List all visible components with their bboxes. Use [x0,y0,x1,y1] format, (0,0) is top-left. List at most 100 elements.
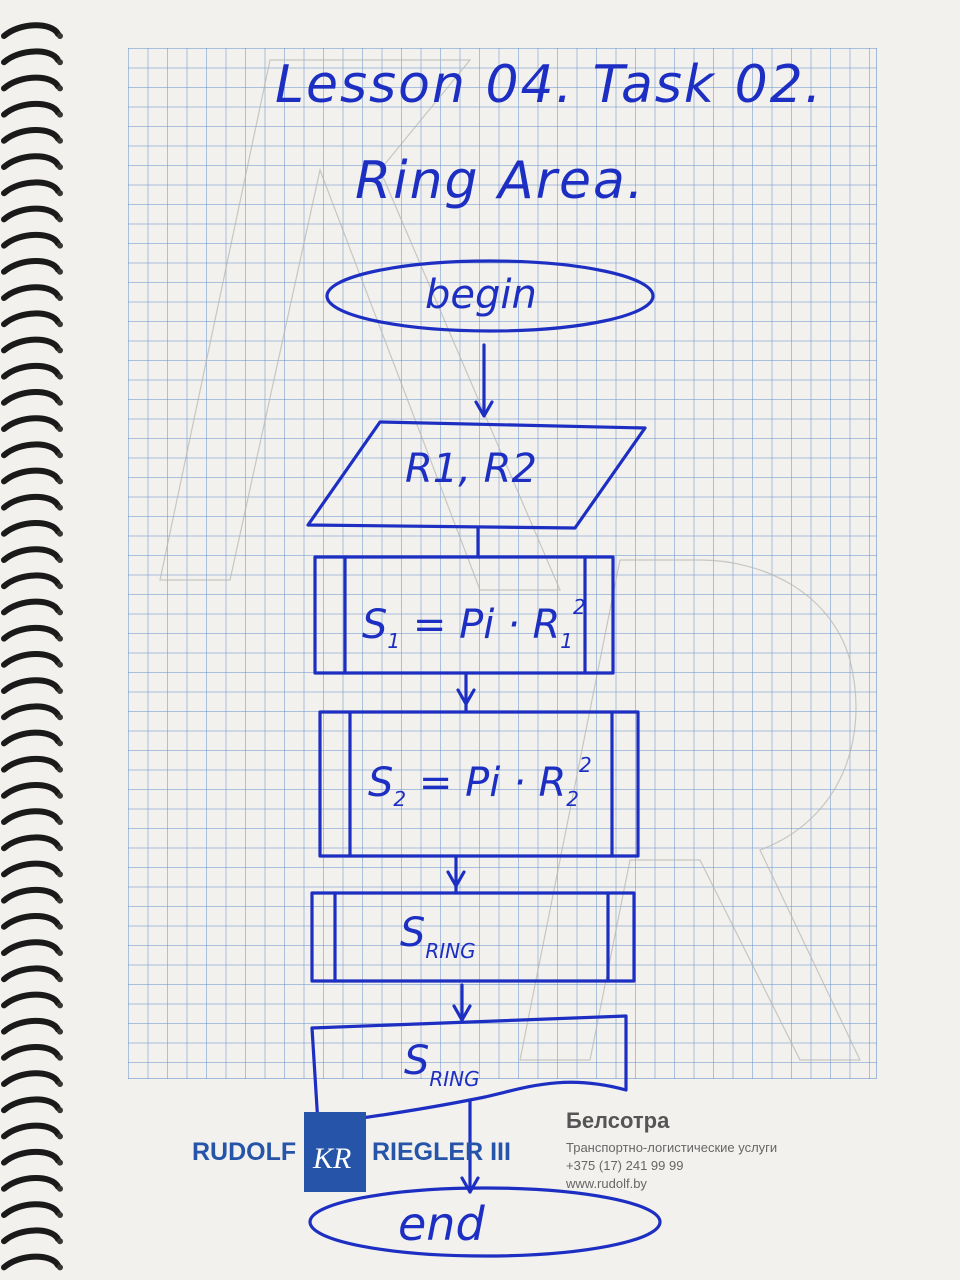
binding-hole [57,609,63,616]
binding-hole [57,347,63,354]
spiral-ring [1,127,61,144]
company-name: Белсотра [566,1108,670,1133]
binding-hole [57,583,63,590]
watermark-kr-letters [159,59,861,1061]
binding-hole [57,268,63,275]
spiral-ring [1,598,61,616]
binding-hole [57,33,63,39]
input-label: R1, R2 [405,446,537,492]
binding-hole [57,871,63,878]
spiral-ring [1,284,61,301]
kr-logo [304,1112,366,1192]
binding-hole [57,714,63,721]
output-label: SRING [404,1038,480,1091]
title-line1: Lesson 04. Task 02. [275,55,823,115]
spiral-ring [1,991,61,1009]
spiral-ring [1,782,61,799]
spiral-ring [1,651,61,668]
spiral-ring [1,415,61,432]
spiral-binding [1,22,63,1271]
spiral-ring [1,336,61,354]
process-3-label: SRING [400,910,476,963]
process-1-formula: S1 = Pi · R12 [362,595,586,653]
binding-hole [57,976,63,983]
end-label: end [398,1197,485,1251]
spiral-ring [1,179,61,197]
binding-hole [57,530,63,537]
spiral-ring [1,493,61,511]
binding-hole [57,1185,63,1192]
binding-hole [57,557,63,563]
binding-hole [57,1107,63,1114]
binding-hole [57,635,63,642]
spiral-ring [1,1175,61,1192]
graph-paper-grid [128,48,877,1079]
binding-hole [57,1028,63,1035]
binding-hole [57,661,63,668]
binding-hole [57,740,63,747]
binding-hole [57,688,63,694]
spiral-ring [1,205,61,223]
binding-hole [57,85,63,92]
binding-hole [57,950,63,956]
company-phone: +375 (17) 241 99 99 [566,1158,683,1173]
spiral-ring [1,572,61,590]
spiral-ring [1,965,61,983]
binding-hole [57,373,63,380]
binding-hole [57,897,63,904]
binding-hole [57,399,63,406]
spiral-ring [1,913,61,930]
process-box-3: SRING [310,891,636,983]
arrow-head-icon [446,870,466,888]
brand-right: RIEGLER III [372,1138,511,1166]
spiral-ring [1,258,61,275]
binding-hole [57,295,63,301]
binding-hole [57,164,63,170]
spiral-ring [1,48,61,66]
binding-hole [57,59,63,66]
spiral-ring [1,703,61,721]
spiral-ring [1,834,61,852]
binding-hole [57,1159,63,1166]
binding-hole [57,478,63,485]
process-box-1: S1 = Pi · R12 [313,555,615,675]
spiral-ring [1,808,61,825]
title-line2: Ring Area. [355,151,645,211]
binding-hole [57,426,63,432]
spiral-ring [1,677,61,694]
spiral-ring [1,1017,61,1035]
begin-terminator: begin [325,259,655,333]
spiral-ring [1,74,61,92]
arrow-head-icon [460,1176,480,1194]
spiral-ring [1,22,61,39]
spiral-ring [1,362,61,380]
spiral-ring [1,886,61,904]
binding-hole [57,923,63,930]
footer-branding: RUDOLF KR RIEGLER III Белсотра Транспорт… [192,1108,777,1192]
spiral-ring [1,1227,61,1245]
company-service: Транспортно-логистические услуги [566,1140,777,1155]
binding-hole [57,819,63,825]
spiral-ring [1,231,61,249]
spiral-ring [1,441,61,459]
arrow-head-icon [474,400,494,418]
binding-hole [57,1054,63,1061]
kr-logo-text: KR [312,1142,351,1175]
binding-hole [57,1212,63,1218]
spiral-ring [1,546,61,563]
binding-hole [57,190,63,197]
spiral-ring [1,1201,61,1218]
spiral-ring [1,624,61,642]
spiral-ring [1,729,61,747]
binding-hole [57,845,63,852]
spiral-ring [1,1122,61,1140]
binding-hole [57,1133,63,1140]
spiral-ring [1,1070,61,1087]
binding-hole [57,452,63,459]
spiral-ring [1,467,61,485]
binding-hole [57,766,63,773]
binding-hole [57,242,63,249]
spiral-ring [1,389,61,406]
